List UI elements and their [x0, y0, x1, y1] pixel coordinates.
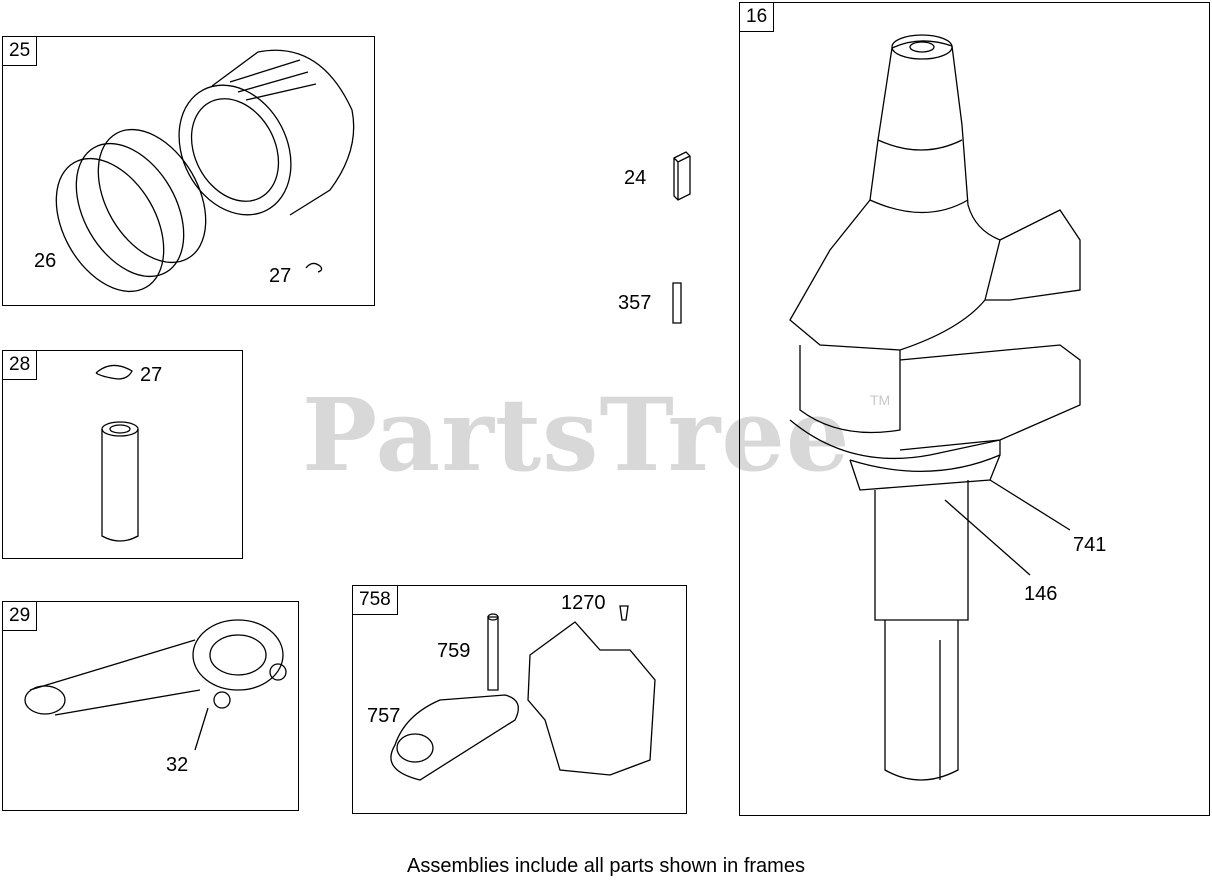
frame-crankshaft: 16	[739, 2, 1210, 816]
callout-piston-rings: 26	[34, 250, 57, 272]
watermark: PartsTree	[302, 376, 851, 494]
frame-piston-assembly: 25	[2, 36, 375, 306]
frame-connecting-rod: 29	[2, 601, 299, 811]
frame-governor-assembly: 758	[352, 585, 687, 814]
frame-tag-758: 758	[352, 585, 398, 615]
key-drawing	[674, 152, 690, 200]
callout-pin: 357	[618, 292, 652, 314]
circlip-drawing-2	[96, 365, 132, 379]
frame-tag-16: 16	[739, 2, 775, 32]
piston-drawing	[157, 50, 354, 234]
piston-rings-drawing	[34, 111, 228, 311]
connecting-rod-drawing	[25, 620, 286, 750]
crankshaft-drawing	[790, 35, 1080, 780]
frame-wrist-pin: 28	[2, 350, 243, 559]
callout-screw: 1270	[561, 592, 606, 614]
callout-circlip-2: 27	[140, 364, 163, 386]
governor-assembly-drawing	[391, 606, 655, 780]
frame-tag-29: 29	[2, 601, 38, 631]
assemblies-note: Assemblies include all parts shown in fr…	[407, 855, 805, 877]
frame-tag-28: 28	[2, 350, 38, 380]
watermark-trademark: TM	[870, 392, 891, 408]
callout-crank-gear: 741	[1073, 534, 1107, 556]
callout-circlip: 27	[269, 265, 292, 287]
pin-drawing	[673, 283, 681, 323]
callout-rod-bolt: 32	[166, 754, 189, 776]
callout-governor-shaft: 759	[437, 640, 471, 662]
callout-governor-arm: 757	[367, 705, 401, 727]
circlip-drawing	[306, 263, 322, 272]
frame-tag-25: 25	[2, 36, 38, 66]
callout-timing-gear: 146	[1024, 583, 1058, 605]
callout-key: 24	[624, 167, 647, 189]
wrist-pin-drawing	[102, 422, 138, 541]
